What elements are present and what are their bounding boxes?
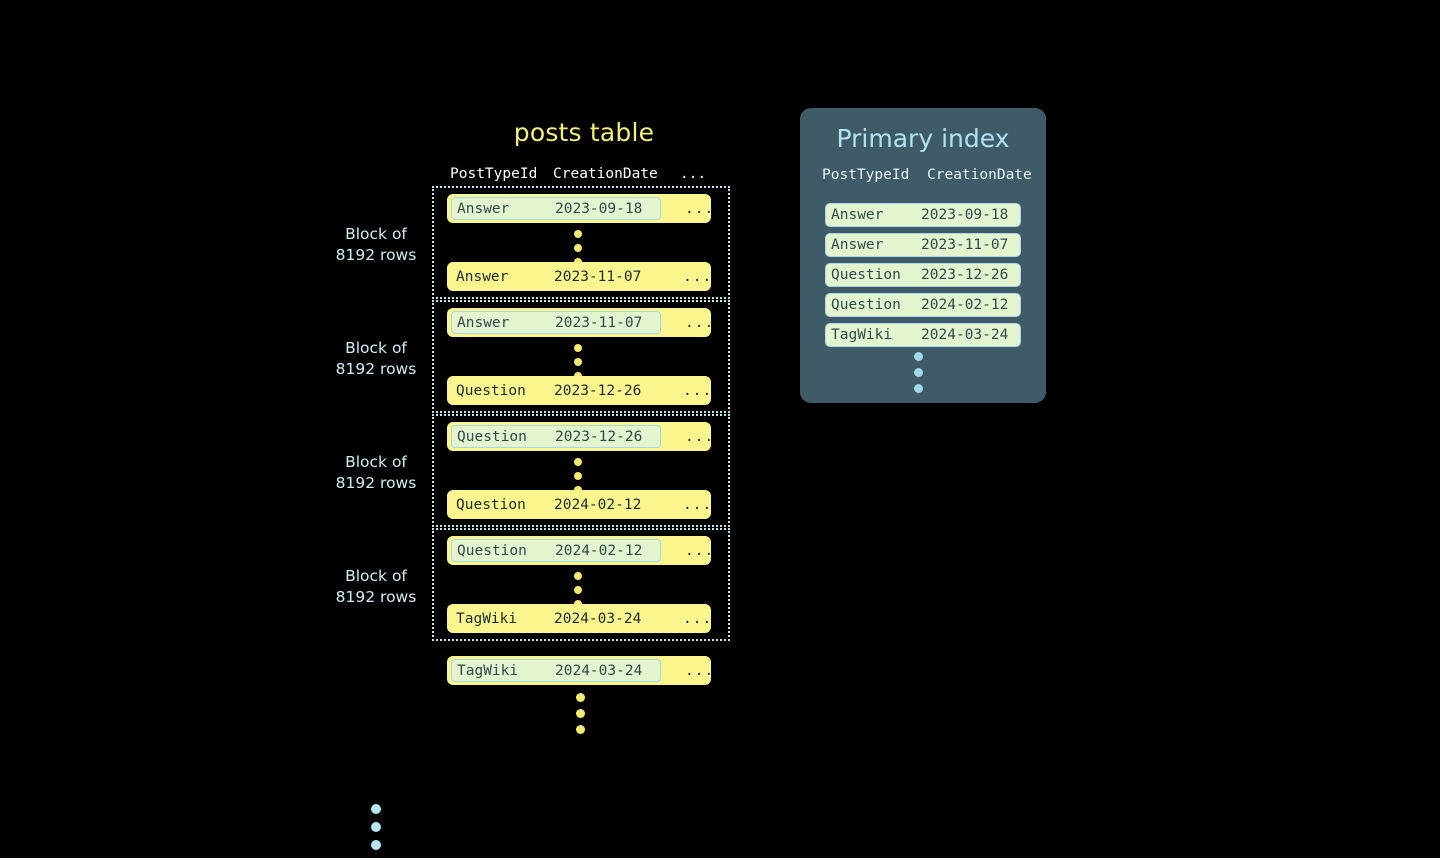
cell-creationdate: 2024-02-12	[921, 297, 1009, 313]
block-label: Block of 8192 rows	[330, 452, 422, 494]
cell-ellipsis: ...	[685, 428, 715, 445]
table-row[interactable]: Question 2023-12-26 ...	[447, 422, 715, 451]
block-label-line1: Block of	[345, 339, 407, 357]
block-label: Block of 8192 rows	[330, 566, 422, 608]
column-header-creationdate: CreationDate	[553, 166, 658, 182]
cell-ellipsis: ...	[683, 268, 713, 285]
cell-posttypeid: Question	[457, 428, 527, 445]
cell-ellipsis: ...	[683, 610, 713, 627]
block-label-line2: 8192 rows	[335, 246, 417, 264]
cell-ellipsis: ...	[685, 542, 715, 559]
blocks-container: Block of 8192 rows Answer 2023-09-18 ...…	[330, 186, 740, 642]
cell-creationdate: 2023-09-18	[921, 207, 1009, 223]
cell-ellipsis: ...	[683, 496, 713, 513]
block-label-line2: 8192 rows	[335, 474, 417, 492]
table-row[interactable]: Question 2024-02-12 ...	[447, 490, 711, 519]
cell-posttypeid: Question	[831, 297, 901, 313]
cell-creationdate: 2024-03-24	[921, 327, 1009, 343]
cell-posttypeid: TagWiki	[457, 662, 519, 679]
cell-creationdate: 2024-03-24	[555, 662, 643, 679]
table-row[interactable]: TagWiki 2024-03-24 ...	[447, 604, 711, 633]
block-frame	[432, 300, 730, 413]
row-key-cells: Question 2024-02-12	[451, 539, 661, 562]
index-entry[interactable]: Question 2024-02-12	[825, 293, 1021, 317]
cell-posttypeid: Answer	[831, 237, 884, 253]
row-key-cells: Answer 2023-11-07	[451, 265, 659, 288]
row-key-cells: Question 2023-12-26	[451, 379, 659, 402]
table-row[interactable]: TagWiki 2024-03-24 ...	[447, 656, 715, 685]
block-group: Block of 8192 rows Question 2024-02-12 .…	[330, 528, 740, 641]
block-label: Block of 8192 rows	[330, 224, 422, 266]
column-header-posttypeid: PostTypeId	[450, 166, 538, 182]
cell-posttypeid: TagWiki	[456, 610, 518, 627]
primary-index-column-headers: PostTypeId CreationDate	[822, 167, 1032, 183]
block-label-line1: Block of	[345, 453, 407, 471]
cell-creationdate: 2023-11-07	[921, 237, 1009, 253]
primary-index-panel: Primary index PostTypeId CreationDate An…	[800, 108, 1046, 403]
column-header-ellipsis: ...	[679, 166, 707, 182]
cell-posttypeid: Answer	[456, 268, 509, 285]
block-frame	[432, 186, 730, 299]
row-key-cells: Question 2023-12-26	[451, 425, 661, 448]
tail-row-group: TagWiki 2024-03-24 ...	[330, 656, 740, 850]
index-entry[interactable]: Question 2023-12-26	[825, 263, 1021, 287]
cell-creationdate: 2023-12-26	[921, 267, 1009, 283]
more-index-entries-dots-icon	[914, 352, 926, 400]
posts-table-title: posts table	[513, 118, 655, 147]
more-blocks-dots-icon	[371, 804, 383, 858]
primary-index-title: Primary index	[836, 124, 1010, 153]
cell-creationdate: 2023-12-26	[555, 428, 643, 445]
cell-posttypeid: TagWiki	[831, 327, 893, 343]
column-header-posttypeid: PostTypeId	[822, 167, 910, 183]
cell-creationdate: 2024-03-24	[554, 610, 642, 627]
cell-posttypeid: Answer	[457, 314, 510, 331]
cell-ellipsis: ...	[685, 200, 715, 217]
cell-posttypeid: Answer	[831, 207, 884, 223]
block-label-line1: Block of	[345, 225, 407, 243]
block-frame	[432, 414, 730, 527]
cell-creationdate: 2024-02-12	[554, 496, 642, 513]
cell-ellipsis: ...	[685, 662, 715, 679]
cell-posttypeid: Question	[457, 542, 527, 559]
column-header-creationdate: CreationDate	[927, 167, 1032, 183]
more-rows-dots-icon	[576, 693, 586, 741]
table-row[interactable]: Question 2023-12-26 ...	[447, 376, 711, 405]
row-key-cells: TagWiki 2024-03-24	[451, 607, 659, 630]
row-key-cells: Answer 2023-09-18	[451, 197, 661, 220]
index-entry[interactable]: TagWiki 2024-03-24	[825, 323, 1021, 347]
row-key-cells: TagWiki 2024-03-24	[451, 659, 661, 682]
cell-posttypeid: Question	[456, 382, 526, 399]
block-frame	[432, 528, 730, 641]
cell-creationdate: 2023-12-26	[554, 382, 642, 399]
cell-creationdate: 2023-11-07	[555, 314, 643, 331]
block-group: Block of 8192 rows Answer 2023-09-18 ...…	[330, 186, 740, 299]
cell-creationdate: 2023-09-18	[555, 200, 643, 217]
table-row[interactable]: Answer 2023-09-18 ...	[447, 194, 715, 223]
block-group: Block of 8192 rows Answer 2023-11-07 ...…	[330, 300, 740, 413]
index-entry[interactable]: Answer 2023-11-07	[825, 233, 1021, 257]
block-label: Block of 8192 rows	[330, 338, 422, 380]
table-row[interactable]: Answer 2023-11-07 ...	[447, 308, 715, 337]
block-group: Block of 8192 rows Question 2023-12-26 .…	[330, 414, 740, 527]
cell-posttypeid: Question	[456, 496, 526, 513]
row-key-cells: Question 2024-02-12	[451, 493, 659, 516]
row-key-cells: Answer 2023-11-07	[451, 311, 661, 334]
index-entry[interactable]: Answer 2023-09-18	[825, 203, 1021, 227]
primary-index-rows: Answer 2023-09-18 Answer 2023-11-07 Ques…	[825, 203, 1021, 353]
posts-table-column-headers: PostTypeId CreationDate ...	[450, 166, 735, 182]
block-label-line1: Block of	[345, 567, 407, 585]
cell-posttypeid: Question	[831, 267, 901, 283]
cell-posttypeid: Answer	[457, 200, 510, 217]
block-label-line2: 8192 rows	[335, 360, 417, 378]
cell-creationdate: 2023-11-07	[554, 268, 642, 285]
block-label-line2: 8192 rows	[335, 588, 417, 606]
cell-ellipsis: ...	[683, 382, 713, 399]
cell-creationdate: 2024-02-12	[555, 542, 643, 559]
table-row[interactable]: Answer 2023-11-07 ...	[447, 262, 711, 291]
cell-ellipsis: ...	[685, 314, 715, 331]
table-row[interactable]: Question 2024-02-12 ...	[447, 536, 715, 565]
